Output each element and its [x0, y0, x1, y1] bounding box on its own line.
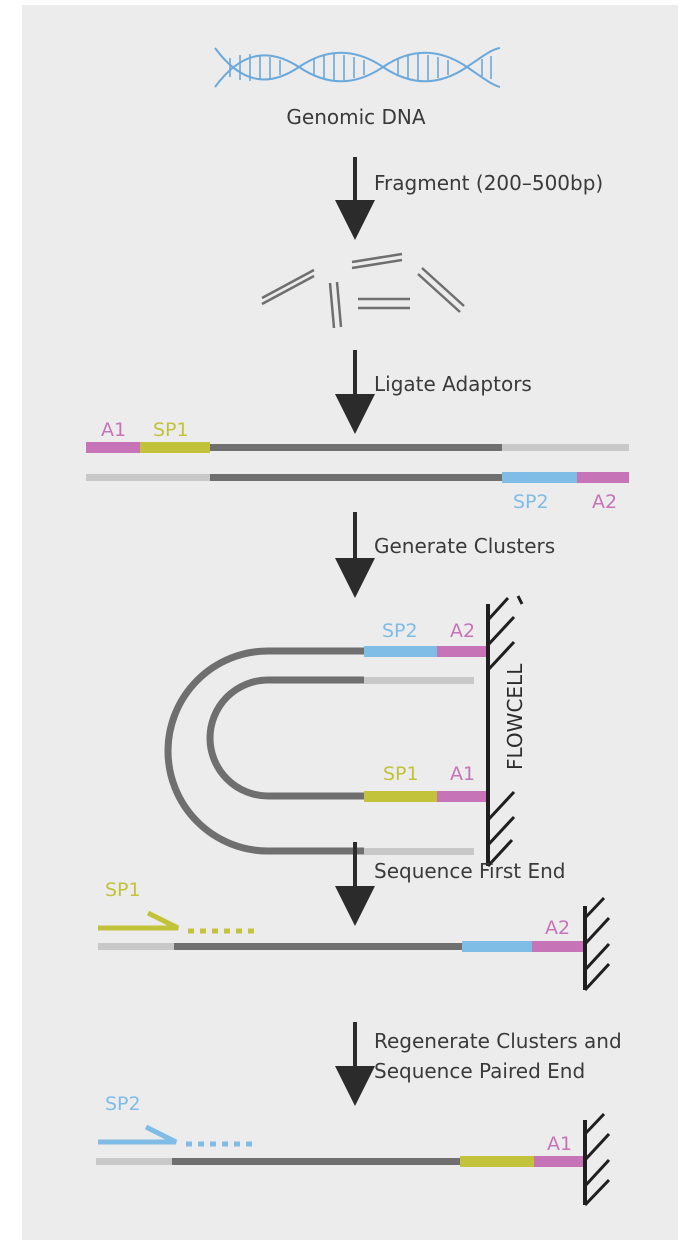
- svg-text:SP2: SP2: [382, 620, 418, 642]
- sequence-first-end: SP1 A2: [98, 879, 584, 952]
- label-a1: A1: [101, 419, 126, 441]
- step-generate-label: Generate Clusters: [374, 534, 555, 558]
- sequence-paired-end: SP2 A1: [96, 1093, 584, 1167]
- svg-text:SP2: SP2: [105, 1093, 141, 1115]
- step-regen-line1: Regenerate Clusters and: [374, 1029, 622, 1053]
- step-fragment-label: Fragment (200–500bp): [374, 171, 603, 195]
- ligated-fragment: A1 SP1 SP2 A2: [86, 419, 629, 513]
- step-regen-line2: Sequence Paired End: [374, 1059, 585, 1083]
- step-ligate-label: Ligate Adaptors: [374, 372, 532, 396]
- label-sp1: SP1: [153, 419, 189, 441]
- flowcell-wall: [583, 896, 611, 992]
- svg-text:SP1: SP1: [383, 763, 419, 785]
- step-sequence-first-label: Sequence First End: [374, 859, 565, 883]
- flowcell-label: FLOWCELL: [503, 663, 527, 770]
- dna-helix-icon: [214, 47, 501, 88]
- label-sp2: SP2: [513, 491, 549, 513]
- flowcell-wall: [486, 595, 524, 868]
- svg-text:SP1: SP1: [105, 879, 141, 901]
- svg-text:A1: A1: [547, 1133, 572, 1155]
- dna-fragments: [261, 252, 465, 329]
- cluster-bridge: SP2 A2 SP1 A1: [164, 620, 487, 855]
- svg-text:A2: A2: [545, 917, 570, 939]
- flowcell-wall: [583, 1112, 611, 1207]
- genomic-dna-title: Genomic DNA: [286, 105, 425, 129]
- svg-text:A1: A1: [450, 763, 475, 785]
- svg-text:A2: A2: [450, 620, 475, 642]
- label-a2: A2: [592, 491, 617, 513]
